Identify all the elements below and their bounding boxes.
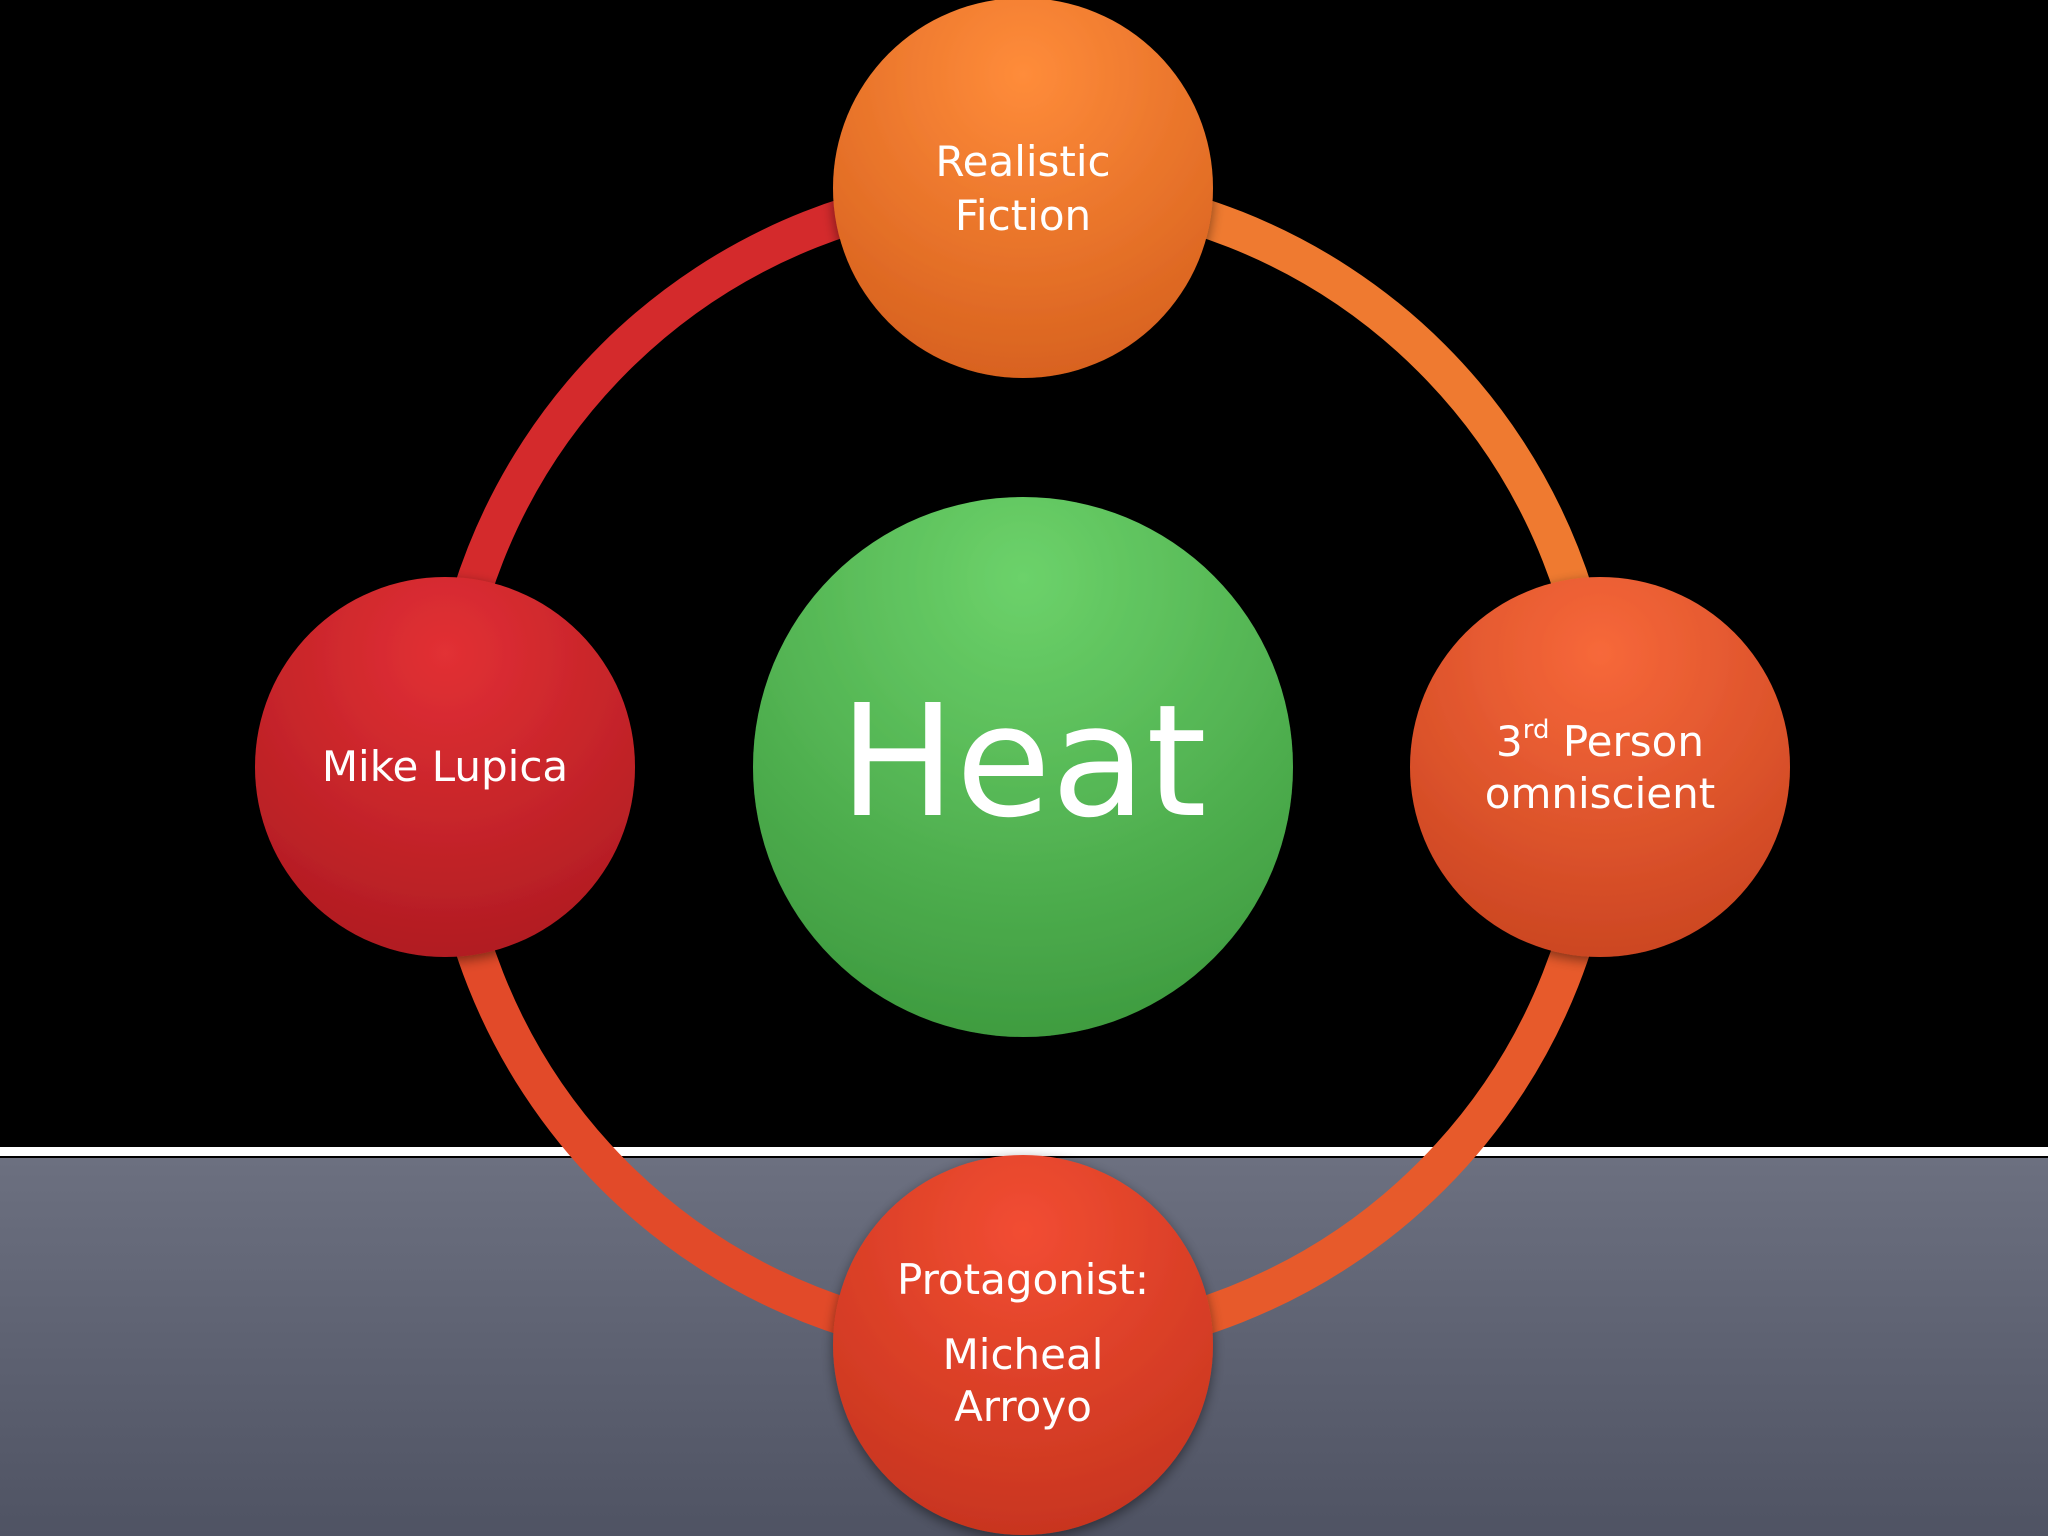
divider-line bbox=[0, 1147, 2048, 1156]
node-point-of-view: 3rd Person omniscient bbox=[1410, 577, 1790, 957]
node-protagonist-line-1: Protagonist: bbox=[897, 1255, 1149, 1304]
person-word: Person bbox=[1549, 717, 1704, 766]
node-protagonist-line-3: Arroyo bbox=[954, 1382, 1092, 1431]
center-label: Heat bbox=[839, 671, 1207, 852]
node-protagonist: Protagonist: Micheal Arroyo bbox=[833, 1155, 1213, 1535]
node-author: Mike Lupica bbox=[255, 577, 635, 957]
node-protagonist-circle bbox=[833, 1155, 1213, 1535]
node-genre-line-2: Fiction bbox=[955, 191, 1091, 240]
node-genre-line-1: Realistic bbox=[935, 137, 1110, 186]
ordinal-number: 3 bbox=[1496, 717, 1523, 766]
center-circle bbox=[753, 497, 1293, 1037]
node-author-line-1: Mike Lupica bbox=[322, 742, 568, 791]
center-node-heat: Heat bbox=[753, 497, 1293, 1037]
node-genre-circle bbox=[833, 0, 1213, 378]
node-point-of-view-line-2: omniscient bbox=[1485, 769, 1715, 818]
node-genre: Realistic Fiction bbox=[833, 0, 1213, 378]
node-point-of-view-line-1: 3rd Person bbox=[1496, 715, 1704, 766]
node-author-circle bbox=[255, 577, 635, 957]
node-point-of-view-circle bbox=[1410, 577, 1790, 957]
ordinal-suffix: rd bbox=[1523, 715, 1550, 745]
node-protagonist-line-2: Micheal bbox=[943, 1330, 1104, 1379]
